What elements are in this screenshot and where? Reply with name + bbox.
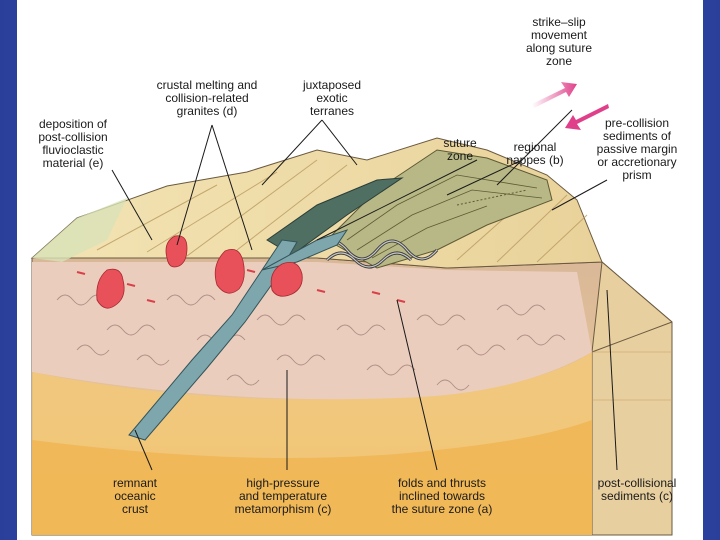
suture-zone-line-2: zone [430, 150, 490, 163]
label-post-collisional: post-collisional sediments (c) [577, 477, 697, 503]
label-remnant-oceanic: remnant oceanic crust [100, 477, 170, 516]
deposition-line-4: material (e) [17, 157, 129, 170]
strike-slip-line-4: zone [509, 55, 609, 68]
label-strike-slip: strike–slip movement along suture zone [509, 16, 609, 68]
label-regional-nappes: regional nappes (b) [495, 141, 575, 167]
label-deposition: deposition of post-collision fluvioclast… [17, 118, 129, 170]
label-folds-thrusts: folds and thrusts inclined towards the s… [377, 477, 507, 516]
remnant-line-3: crust [100, 503, 170, 516]
crustal-melting-line-3: granites (d) [137, 105, 277, 118]
label-high-pressure: high-pressure and temperature metamorphi… [223, 477, 343, 516]
folds-thrusts-line-3: the suture zone (a) [377, 503, 507, 516]
label-pre-collision: pre-collision sediments of passive margi… [583, 117, 691, 182]
slide-canvas: strike–slip movement along suture zone c… [17, 0, 703, 540]
label-juxtaposed: juxtaposed exotic terranes [287, 79, 377, 118]
regional-nappes-line-2: nappes (b) [495, 154, 575, 167]
high-pressure-line-3: metamorphism (c) [223, 503, 343, 516]
label-suture-zone: suture zone [430, 137, 490, 163]
pre-collision-line-5: prism [583, 169, 691, 182]
juxtaposed-line-3: terranes [287, 105, 377, 118]
post-collisional-line-2: sediments (c) [577, 490, 697, 503]
label-crustal-melting: crustal melting and collision-related gr… [137, 79, 277, 118]
